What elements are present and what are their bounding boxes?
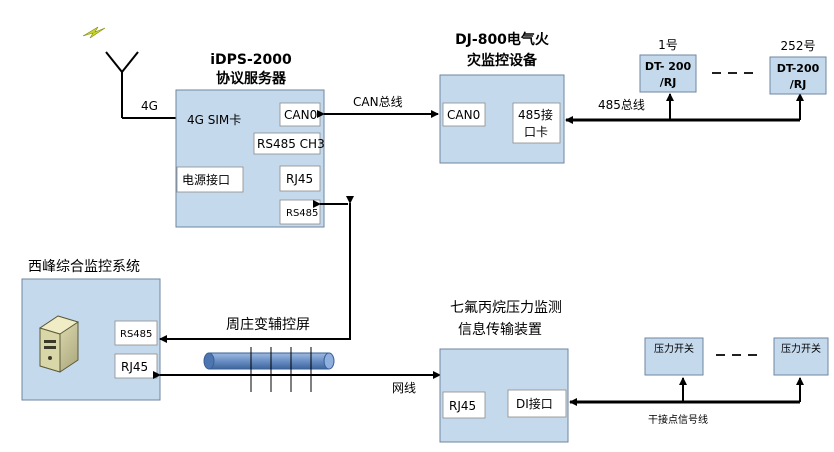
lightning-icon xyxy=(82,26,106,39)
c3f7-title-line2: 信息传输装置 xyxy=(458,321,542,338)
dt-first-line2: /RJ xyxy=(660,76,677,89)
network-label: 网线 xyxy=(392,381,416,395)
idps-rs485-ch3-label: RS485 CH3 xyxy=(257,137,325,151)
dj800-card-label-line1: 485接 xyxy=(518,107,553,122)
idps-can-label: CAN0 xyxy=(284,108,317,122)
xifeng-rs485-port xyxy=(114,320,158,346)
dj800-card-label-line2: 口卡 xyxy=(524,125,548,139)
dt-last-line1: DT-200 xyxy=(777,62,820,75)
dt-first-number: 1号 xyxy=(658,38,678,52)
screen-label: 周庄变辅控屏 xyxy=(226,316,310,333)
xifeng-title: 西峰综合监控系统 xyxy=(28,259,140,275)
dt-last-number: 252号 xyxy=(781,39,816,53)
c3f7-title-line1: 七氟丙烷压力监测 xyxy=(450,300,562,316)
dj800-title-line2: 灾监控设备 xyxy=(467,52,538,69)
dt-first-line1: DT- 200 xyxy=(645,60,692,73)
idps-power-port xyxy=(176,166,244,193)
dt-first-box xyxy=(639,54,697,93)
dt-last-box xyxy=(769,56,827,95)
bus485-label: 485总线 xyxy=(598,98,645,112)
dj800-can-label: CAN0 xyxy=(447,108,480,122)
antenna-link-label: 4G xyxy=(141,99,158,113)
idps-rs485-ch3-port xyxy=(253,132,321,155)
idps-power-label: 电源接口 xyxy=(182,172,230,187)
xifeng-rj45-label: RJ45 xyxy=(121,360,148,374)
c3f7-rj45-label: RJ45 xyxy=(449,399,476,413)
xifeng-rj45-port xyxy=(114,353,158,379)
network-pipe xyxy=(203,347,335,392)
dj800-title-line1: DJ-800电气火 xyxy=(455,31,550,48)
idps-rj45-label: RJ45 xyxy=(286,172,313,186)
rs485-link-line xyxy=(159,196,354,343)
idps-sim-label: 4G SIM卡 xyxy=(187,113,241,127)
antenna-icon xyxy=(105,51,139,118)
pressure-switch-last-label: 压力开关 xyxy=(781,342,821,355)
xifeng-rs485-label: RS485 xyxy=(120,329,152,340)
idps-rs485-label: RS485 xyxy=(286,208,318,219)
pressure-switch-first-box xyxy=(644,337,704,376)
pressure-switch-last-box xyxy=(773,337,829,376)
c3f7-di-port xyxy=(507,389,567,418)
dry-contact-label: 干接点信号线 xyxy=(648,413,708,426)
dj800-485-card xyxy=(512,102,561,144)
c3f7-rj45-port xyxy=(442,391,486,419)
dj800-can-port xyxy=(442,102,486,127)
idps-rj45-port xyxy=(279,165,321,192)
c3f7-di-label: DI接口 xyxy=(516,396,553,411)
idps-title-line2: 协议服务器 xyxy=(216,70,287,87)
can-bus-label: CAN总线 xyxy=(353,95,403,109)
dt-last-line2: /RJ xyxy=(790,78,807,91)
server-tower-icon xyxy=(38,315,80,373)
pressure-switch-first-label: 压力开关 xyxy=(654,342,694,355)
idps-title-line1: iDPS-2000 xyxy=(210,52,292,68)
